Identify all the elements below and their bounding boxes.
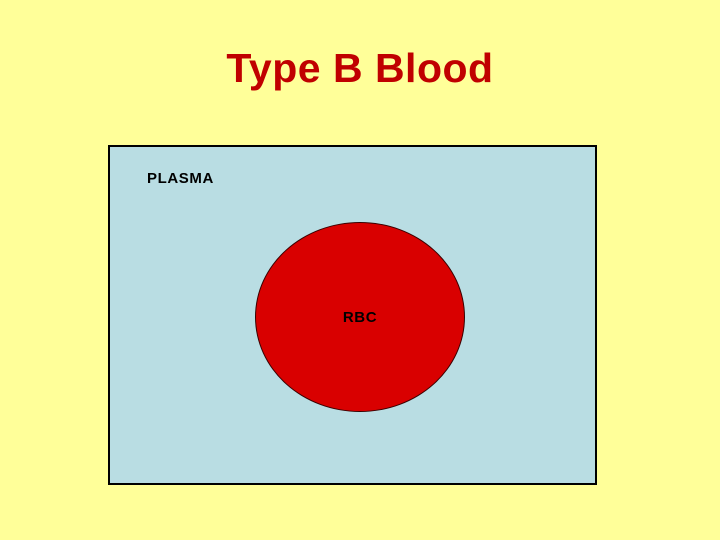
plasma-label: PLASMA (147, 170, 214, 187)
rbc-label: RBC (342, 309, 378, 326)
red-blood-cell-shape: RBC (255, 222, 465, 412)
plasma-container: PLASMA RBC (108, 145, 597, 485)
page-title: Type B Blood (226, 45, 494, 91)
